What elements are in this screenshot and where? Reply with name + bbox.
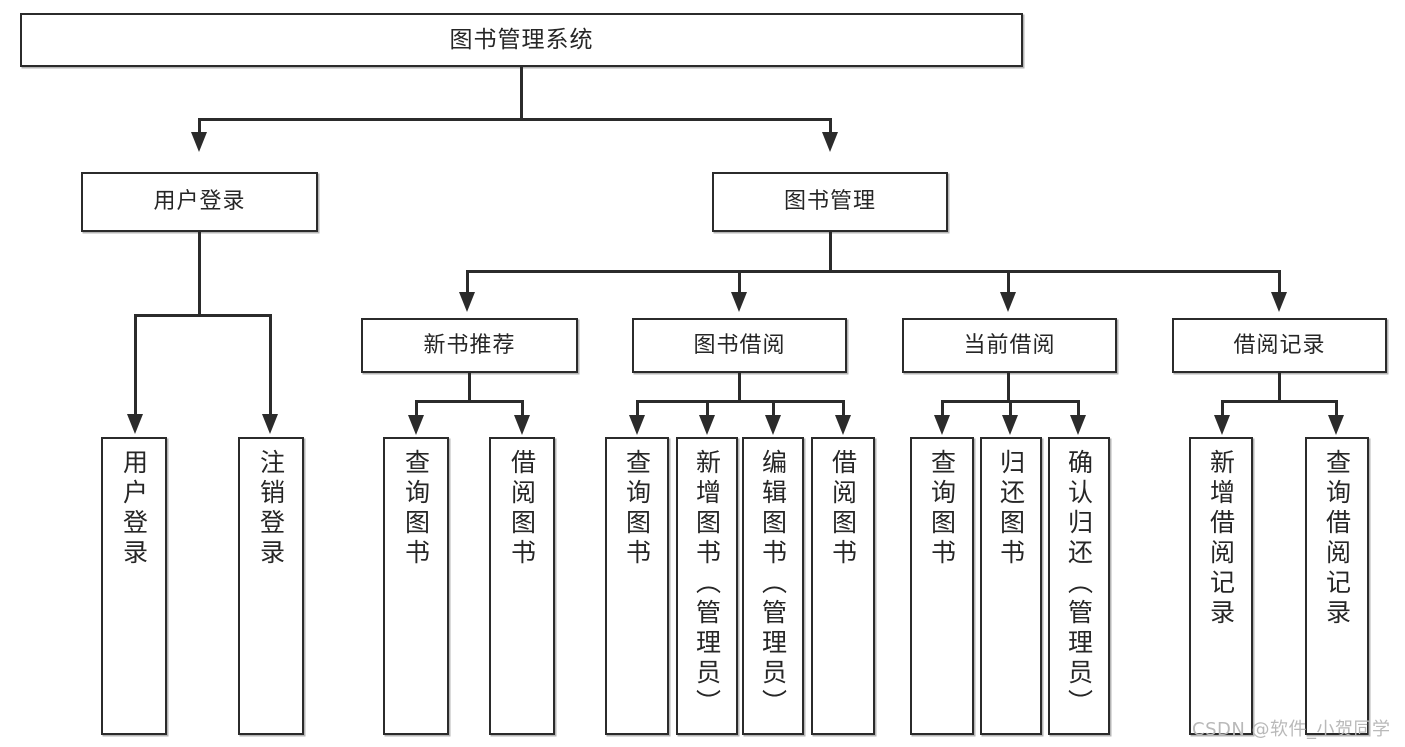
connector-bm-drop-2 (738, 270, 741, 296)
connector-root-drop-right (829, 118, 832, 136)
leaf-edit-book-admin[interactable]: 编辑图书（管理员） (742, 437, 804, 735)
connector-book-management-stem (829, 232, 832, 272)
connector-bm-drop-1 (466, 270, 469, 296)
arrow-to-new-book-recommend (459, 292, 475, 312)
arrow-to-nbr-leaf-2 (514, 415, 530, 435)
leaf-confirm-return-admin[interactable]: 确认归还（管理员） (1048, 437, 1110, 735)
arrow-to-bb-leaf-2 (699, 415, 715, 435)
node-book-borrow[interactable]: 图书借阅 (632, 318, 847, 373)
leaf-return-book[interactable]: 归还图书 (980, 437, 1042, 735)
connector-bb-stem (738, 373, 741, 402)
connector-root-drop-left (198, 118, 201, 136)
arrow-to-cb-leaf-2 (1002, 415, 1018, 435)
node-label: 借阅图书 (828, 449, 858, 569)
node-borrow-records[interactable]: 借阅记录 (1172, 318, 1387, 373)
node-label: 编辑图书（管理员） (758, 449, 788, 719)
leaf-query-book-cb[interactable]: 查询图书 (910, 437, 974, 735)
node-label: 新增图书（管理员） (692, 449, 722, 719)
node-label: 图书借阅 (693, 332, 786, 358)
node-new-book-recommend[interactable]: 新书推荐 (361, 318, 578, 373)
connector-nbr-bus (415, 400, 523, 403)
leaf-query-book-nbr[interactable]: 查询图书 (383, 437, 449, 735)
connector-cb-drop-3 (1077, 400, 1080, 417)
node-label: 图书管理系统 (449, 26, 594, 53)
connector-bb-drop-3 (772, 400, 775, 417)
connector-br-stem (1278, 373, 1281, 402)
node-label: 新增借阅记录 (1206, 449, 1236, 629)
node-label: 用户登录 (119, 449, 149, 569)
node-label: 用户登录 (153, 189, 246, 215)
node-label: 当前借阅 (963, 332, 1056, 358)
connector-cb-stem (1007, 373, 1010, 402)
arrow-to-br-leaf-2 (1328, 415, 1344, 435)
node-label: 借阅图书 (507, 449, 537, 569)
connector-bb-bus (636, 400, 844, 403)
leaf-query-book-bb[interactable]: 查询图书 (605, 437, 669, 735)
connector-nbr-drop-2 (521, 400, 524, 417)
arrow-to-bb-leaf-1 (629, 415, 645, 435)
arrow-to-user-login (191, 132, 207, 152)
leaf-query-borrow-record[interactable]: 查询借阅记录 (1305, 437, 1369, 735)
arrow-to-user-login-leaf (127, 414, 143, 434)
connector-bb-drop-4 (842, 400, 845, 417)
connector-br-drop-2 (1335, 400, 1338, 417)
connector-user-login-drop-2 (269, 314, 272, 416)
arrow-to-br-leaf-1 (1214, 415, 1230, 435)
node-label: 查询图书 (401, 449, 431, 569)
node-label: 新书推荐 (423, 332, 516, 358)
node-user-login[interactable]: 用户登录 (81, 172, 318, 232)
connector-user-login-drop-1 (134, 314, 137, 416)
connector-br-drop-1 (1221, 400, 1224, 417)
node-current-borrow[interactable]: 当前借阅 (902, 318, 1117, 373)
connector-cb-drop-1 (941, 400, 944, 417)
connector-book-management-bus (466, 270, 1280, 273)
leaf-borrow-book-nbr[interactable]: 借阅图书 (489, 437, 555, 735)
arrow-to-book-management (822, 132, 838, 152)
node-label: 确认归还（管理员） (1064, 449, 1094, 719)
connector-root-bus (198, 118, 831, 121)
connector-bm-drop-4 (1278, 270, 1281, 296)
connector-user-login-bus (134, 314, 270, 317)
connector-nbr-stem (468, 373, 471, 402)
node-label: 借阅记录 (1233, 332, 1326, 358)
node-label: 注销登录 (256, 449, 286, 569)
node-root-book-management-system[interactable]: 图书管理系统 (20, 13, 1023, 67)
arrow-to-bb-leaf-4 (835, 415, 851, 435)
connector-br-bus (1221, 400, 1337, 403)
arrow-to-nbr-leaf-1 (408, 415, 424, 435)
arrow-to-borrow-records (1271, 292, 1287, 312)
node-book-management[interactable]: 图书管理 (712, 172, 948, 232)
connector-cb-drop-2 (1009, 400, 1012, 417)
connector-bm-drop-3 (1007, 270, 1010, 296)
leaf-user-login[interactable]: 用户登录 (101, 437, 167, 735)
arrow-to-current-borrow (1000, 292, 1016, 312)
leaf-add-book-admin[interactable]: 新增图书（管理员） (676, 437, 738, 735)
node-label: 查询图书 (622, 449, 652, 569)
arrow-to-book-borrow (731, 292, 747, 312)
connector-bb-drop-2 (706, 400, 709, 417)
node-label: 图书管理 (783, 189, 876, 215)
arrow-to-cb-leaf-3 (1070, 415, 1086, 435)
connector-user-login-stem (198, 232, 201, 316)
node-label: 查询图书 (927, 449, 957, 569)
leaf-borrow-book-bb[interactable]: 借阅图书 (811, 437, 875, 735)
leaf-add-borrow-record[interactable]: 新增借阅记录 (1189, 437, 1253, 735)
connector-bb-drop-1 (636, 400, 639, 417)
node-label: 查询借阅记录 (1322, 449, 1352, 629)
leaf-logout[interactable]: 注销登录 (238, 437, 304, 735)
arrow-to-logout-leaf (262, 414, 278, 434)
csdn-watermark: CSDN @软件_小贺同学 (1192, 719, 1391, 740)
arrow-to-bb-leaf-3 (765, 415, 781, 435)
connector-root-stem (520, 67, 523, 119)
arrow-to-cb-leaf-1 (934, 415, 950, 435)
connector-nbr-drop-1 (415, 400, 418, 417)
node-label: 归还图书 (996, 449, 1026, 569)
